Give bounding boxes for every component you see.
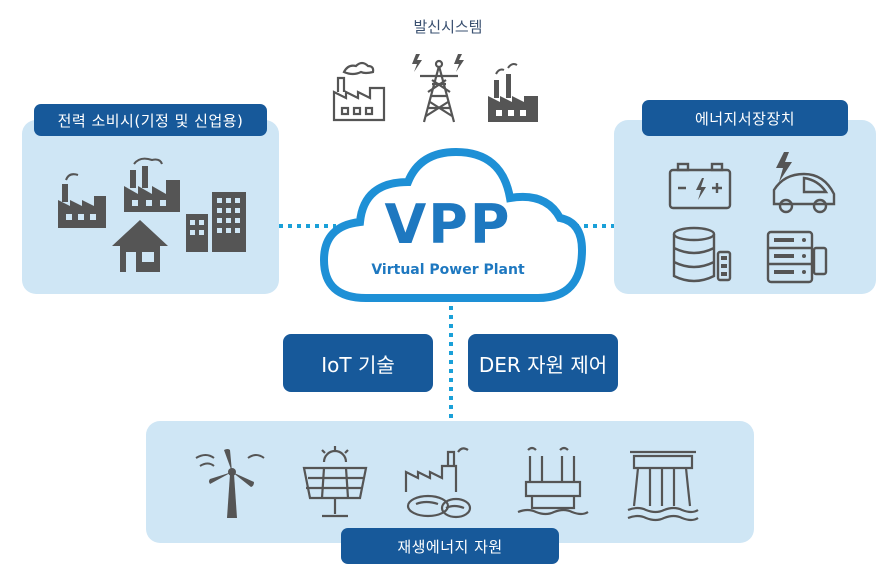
house-icon — [112, 220, 168, 272]
vpp-subtitle: Virtual Power Plant — [371, 262, 525, 278]
solar-panel-icon — [302, 446, 368, 518]
iot-button: IoT 기술 — [283, 334, 433, 392]
battery-icon — [668, 162, 732, 210]
factory-chimneys-icon — [124, 157, 180, 212]
storage-label: 에너지서장장치 — [642, 100, 848, 136]
office-buildings-icon — [186, 192, 246, 252]
factory-icon — [332, 61, 386, 122]
server-rack-icon — [766, 230, 828, 284]
renewable-label: 재생에너지 자원 — [341, 528, 559, 564]
storage-drum-icon — [672, 226, 732, 283]
wind-turbine-icon — [195, 449, 265, 518]
hydro-dam-icon — [627, 450, 699, 522]
der-control-button: DER 자원 제어 — [468, 334, 618, 392]
storage-panel — [614, 120, 876, 294]
generation-system-title: 발신시스템 — [413, 18, 483, 36]
electric-car-icon — [772, 152, 836, 214]
cloud-icon — [319, 147, 587, 302]
transmission-tower-icon — [412, 54, 464, 123]
consumers-label: 전력 소비시(기정 및 신업용) — [34, 104, 267, 136]
vpp-title: VPP — [384, 193, 512, 256]
power-plant-icon — [488, 63, 538, 122]
biomass-plant-icon — [404, 447, 472, 519]
factory-icon — [58, 173, 106, 228]
thermal-plant-icon — [517, 446, 589, 516]
